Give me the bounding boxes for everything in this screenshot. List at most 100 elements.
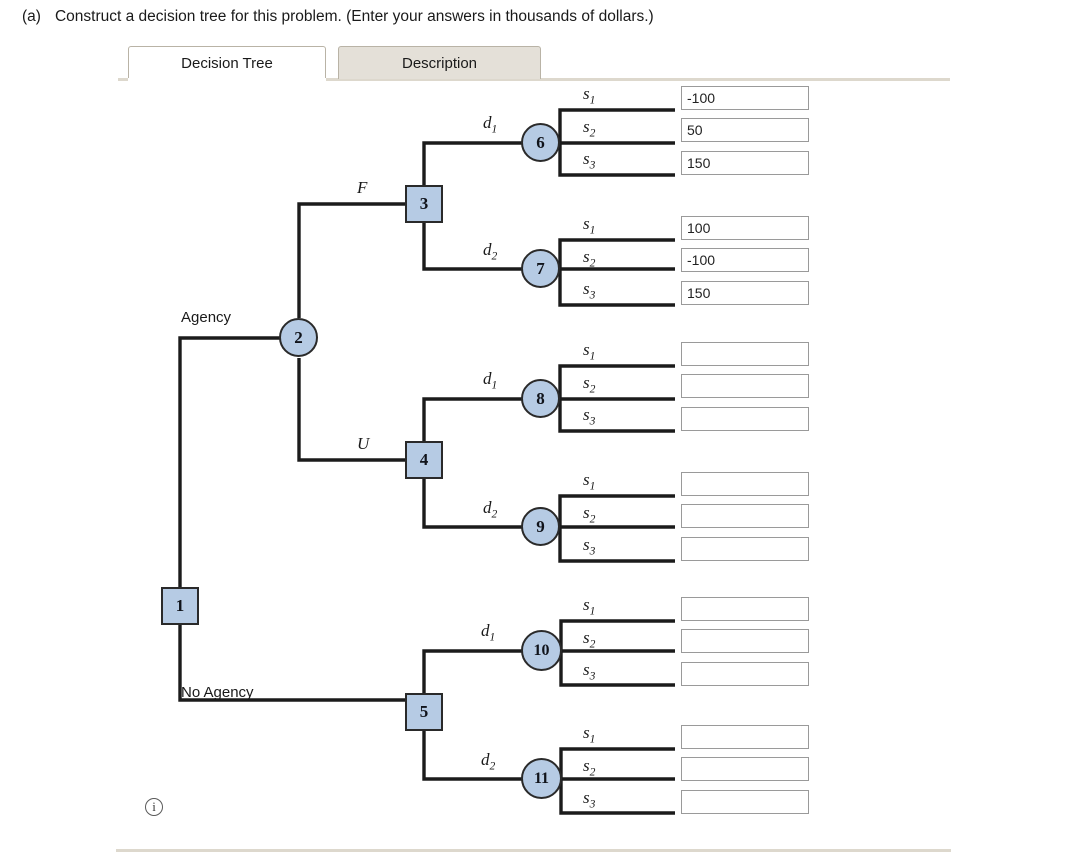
chance-node-7[interactable]: 7: [521, 249, 560, 288]
s-letter: s: [583, 723, 590, 742]
edge-label-unfavorable: U: [357, 434, 370, 453]
edge-label-4-d2: d2: [483, 498, 497, 520]
s-letter: s: [583, 788, 590, 807]
edge-label-3-d1: d1: [483, 113, 497, 135]
s-subscript: 3: [589, 798, 596, 811]
edge-4-d2: [422, 479, 524, 529]
payoff-input-8-s2[interactable]: [681, 374, 809, 398]
s-letter: s: [583, 247, 590, 266]
branch-8-s1: [558, 364, 675, 399]
payoff-input-10-s2[interactable]: [681, 629, 809, 653]
s-letter: s: [583, 279, 590, 298]
s-subscript: 3: [589, 670, 596, 683]
branch-10-s3: [559, 651, 675, 687]
payoff-input-11-s2[interactable]: [681, 757, 809, 781]
tab-decision-tree[interactable]: Decision Tree: [128, 46, 326, 79]
s-letter: s: [583, 660, 590, 679]
payoff-input-6-s1[interactable]: [681, 86, 809, 110]
payoff-input-8-s1[interactable]: [681, 342, 809, 366]
payoff-input-11-s1[interactable]: [681, 725, 809, 749]
edge-label-5-d1: d1: [481, 621, 495, 643]
s-subscript: 1: [589, 224, 596, 237]
s-letter: s: [583, 628, 590, 647]
branch-7-s3: [558, 269, 675, 307]
payoff-input-8-s3[interactable]: [681, 407, 809, 431]
state-label-7-s1: s1: [583, 214, 595, 236]
s-letter: s: [583, 503, 590, 522]
chance-node-11[interactable]: 11: [521, 758, 562, 799]
payoff-input-7-s2[interactable]: [681, 248, 809, 272]
s-letter: s: [583, 149, 590, 168]
s-subscript: 1: [589, 480, 596, 493]
payoff-input-6-s3[interactable]: [681, 151, 809, 175]
state-label-8-s2: s2: [583, 373, 595, 395]
s-subscript: 2: [589, 513, 596, 526]
state-label-6-s2: s2: [583, 117, 595, 139]
question-prompt: (a)Construct a decision tree for this pr…: [22, 8, 654, 26]
s-letter: s: [583, 373, 590, 392]
payoff-input-9-s2[interactable]: [681, 504, 809, 528]
state-label-10-s1: s1: [583, 595, 595, 617]
branch-6-s3: [558, 143, 675, 177]
s-subscript: 1: [589, 733, 596, 746]
s-letter: s: [583, 405, 590, 424]
branch-10-s1: [559, 619, 675, 651]
state-label-10-s3: s3: [583, 660, 595, 682]
state-label-7-s3: s3: [583, 279, 595, 301]
payoff-input-7-s1[interactable]: [681, 216, 809, 240]
chance-node-8[interactable]: 8: [521, 379, 560, 418]
chance-node-9[interactable]: 9: [521, 507, 560, 546]
state-label-11-s2: s2: [583, 756, 595, 778]
s-subscript: 3: [589, 159, 596, 172]
state-label-7-s2: s2: [583, 247, 595, 269]
chance-node-2[interactable]: 2: [279, 318, 318, 357]
chance-node-6[interactable]: 6: [521, 123, 560, 162]
payoff-input-10-s3[interactable]: [681, 662, 809, 686]
edge-unfavorable: [297, 358, 405, 462]
edge-3-d2: [422, 223, 524, 271]
d-subscript: 2: [491, 250, 498, 263]
d-subscript: 1: [491, 123, 498, 136]
state-label-10-s2: s2: [583, 628, 595, 650]
s-letter: s: [583, 535, 590, 554]
s-subscript: 2: [589, 638, 596, 651]
edge-favorable: [297, 202, 405, 318]
decision-node-4[interactable]: 4: [405, 441, 443, 479]
edge-label-no-agency: No Agency: [181, 684, 254, 701]
branch-11-s1: [559, 747, 675, 779]
branch-6-s1: [558, 108, 675, 143]
state-label-9-s2: s2: [583, 503, 595, 525]
branch-11-s3: [559, 779, 675, 815]
s-subscript: 1: [589, 605, 596, 618]
chance-node-10[interactable]: 10: [521, 630, 562, 671]
s-letter: s: [583, 214, 590, 233]
payoff-input-9-s1[interactable]: [681, 472, 809, 496]
state-label-9-s3: s3: [583, 535, 595, 557]
question-text: Construct a decision tree for this probl…: [54, 8, 654, 25]
edge-3-d1: [422, 141, 524, 185]
edge-label-agency: Agency: [181, 309, 232, 326]
edge-label-4-d1: d1: [483, 369, 497, 391]
branch-7-s1: [558, 238, 675, 269]
payoff-input-6-s2[interactable]: [681, 118, 809, 142]
payoff-input-10-s1[interactable]: [681, 597, 809, 621]
info-icon[interactable]: i: [145, 798, 163, 816]
s-subscript: 3: [589, 415, 596, 428]
payoff-input-7-s3[interactable]: [681, 281, 809, 305]
s-subscript: 1: [589, 350, 596, 363]
d-letter: d: [481, 621, 490, 640]
payoff-input-11-s3[interactable]: [681, 790, 809, 814]
tab-underline: [118, 78, 950, 81]
s-subscript: 3: [589, 545, 596, 558]
decision-node-5[interactable]: 5: [405, 693, 443, 731]
edge-agency: [178, 336, 280, 587]
tab-description[interactable]: Description: [338, 46, 541, 79]
d-letter: d: [483, 498, 492, 517]
s-subscript: 2: [589, 127, 596, 140]
payoff-input-9-s3[interactable]: [681, 537, 809, 561]
decision-node-1[interactable]: 1: [161, 587, 199, 625]
decision-node-3[interactable]: 3: [405, 185, 443, 223]
state-label-8-s3: s3: [583, 405, 595, 427]
s-subscript: 2: [589, 383, 596, 396]
edge-4-d1: [422, 397, 524, 441]
